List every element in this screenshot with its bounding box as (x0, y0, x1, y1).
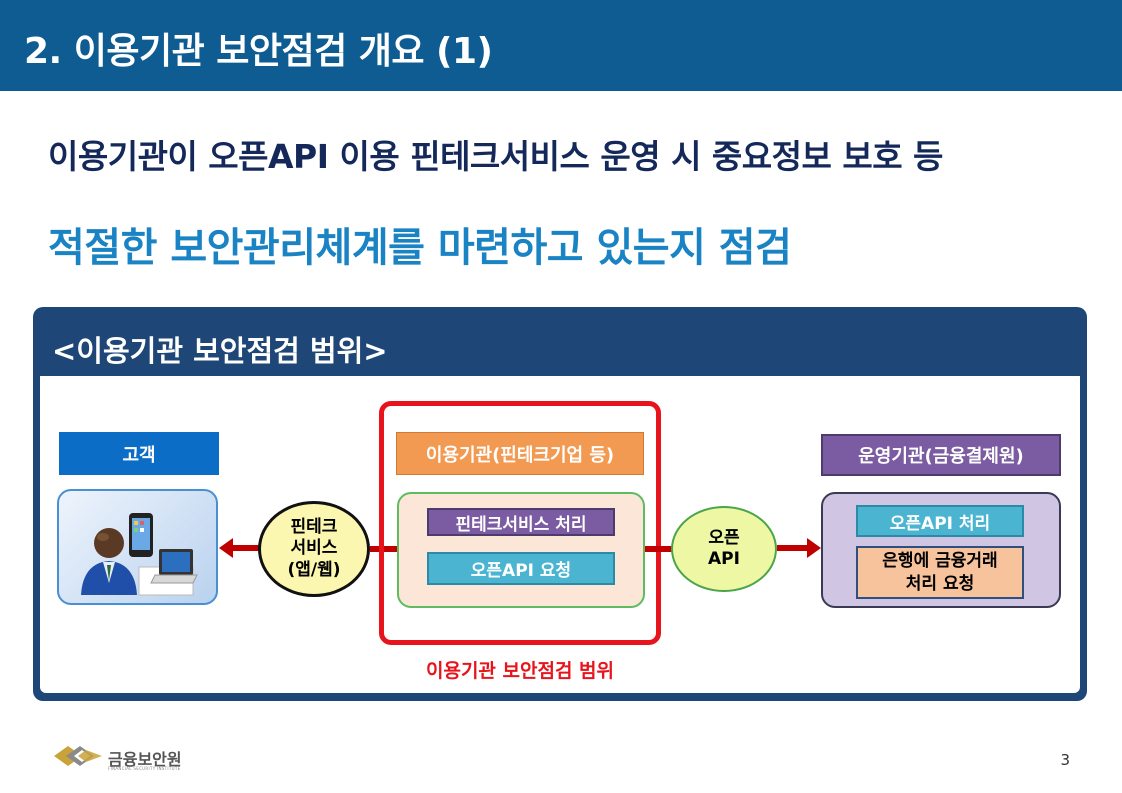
inspection-scope-frame (379, 401, 661, 645)
bank-request-box: 은행에 금융거래 처리 요청 (856, 546, 1024, 599)
page-number: 3 (1060, 751, 1070, 769)
customer-devices-icon (81, 513, 198, 596)
fintech-processing-box: 핀테크서비스 처리 (427, 508, 615, 536)
fsi-logo-icon (54, 746, 102, 766)
headline-line-1: 이용기관이 오픈API 이용 핀테크서비스 운영 시 중요정보 보호 등 (48, 137, 943, 176)
page-title: 2. 이용기관 보안점검 개요 (1) (24, 31, 493, 72)
connector-institution-openapi (645, 546, 673, 552)
openapi-processing-box: 오픈API 처리 (856, 505, 1024, 537)
arrow-to-customer (219, 538, 261, 558)
arrow-to-operator (777, 538, 821, 558)
customer-box (57, 489, 218, 605)
openapi-request-box: 오픈API 요청 (427, 552, 615, 585)
customer-label: 고객 (59, 432, 219, 475)
headline-line-2: 적절한 보안관리체계를 마련하고 있는지 점검 (48, 225, 792, 271)
fintech-service-ellipse: 핀테크 서비스 (앱/웹) (258, 501, 370, 597)
panel-title: <이용기관 보안점검 범위> (52, 334, 388, 368)
connector-service-institution (370, 546, 398, 552)
footer-org-sub: FINANCIAL SECURITY INSTITUTE (108, 766, 181, 771)
operator-label: 운영기관(금융결제원) (821, 434, 1061, 476)
footer-org-name: 금융보안원 (108, 750, 182, 769)
title-bar: 2. 이용기관 보안점검 개요 (1) (0, 0, 1122, 91)
institution-label: 이용기관(핀테크기업 등) (396, 432, 644, 475)
scope-caption: 이용기관 보안점검 범위 (425, 660, 615, 682)
openapi-ellipse: 오픈 API (671, 506, 777, 592)
